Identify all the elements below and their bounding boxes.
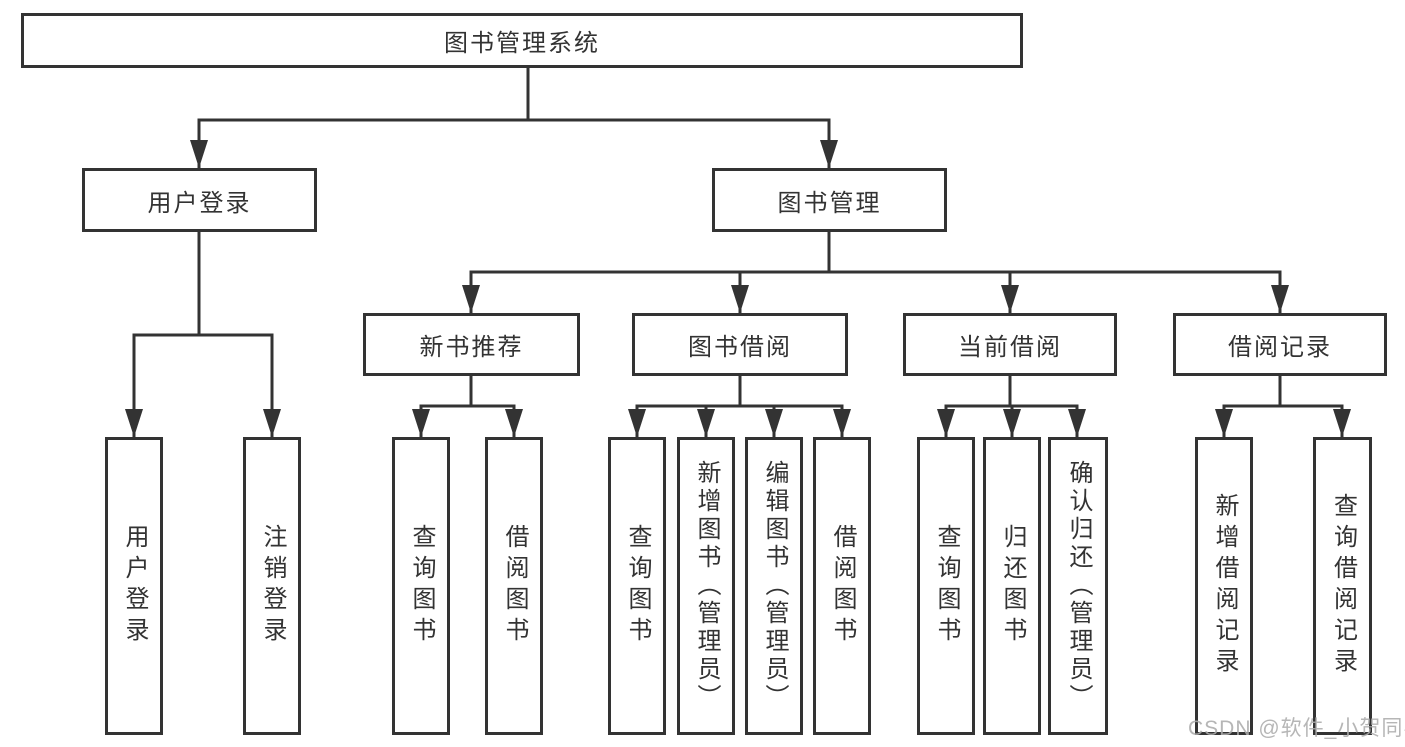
leaf-rec-borrow-books: 借阅图书: [485, 437, 543, 735]
watermark: CSDN @软件_小贺同学: [1188, 717, 1405, 740]
node-book-management: 图书管理: [712, 168, 947, 232]
node-label: 编辑图书（管理员）: [761, 460, 788, 712]
node-label: 查询图书: [624, 524, 651, 648]
leaf-borrow-edit-books-admin: 编辑图书（管理员）: [745, 437, 803, 735]
node-label: 图书借阅: [688, 334, 792, 361]
node-borrow-records: 借阅记录: [1173, 313, 1387, 376]
node-label: 查询图书: [933, 524, 960, 648]
node-current-borrowing: 当前借阅: [903, 313, 1117, 376]
node-label: 用户登录: [147, 189, 252, 217]
node-label: 用户登录: [121, 524, 148, 648]
node-label: 新增图书（管理员）: [693, 460, 720, 712]
leaf-borrow-take-books: 借阅图书: [813, 437, 871, 735]
node-label: 借阅图书: [829, 524, 856, 648]
leaf-current-query-books: 查询图书: [917, 437, 975, 735]
leaf-rec-query-books: 查询图书: [392, 437, 450, 735]
node-label: 新增借阅记录: [1211, 493, 1238, 679]
node-label: 借阅记录: [1228, 334, 1332, 361]
leaf-records-query: 查询借阅记录: [1313, 437, 1372, 735]
node-label: 归还图书: [999, 524, 1026, 648]
node-label: 当前借阅: [958, 334, 1062, 361]
leaf-borrow-add-books-admin: 新增图书（管理员）: [677, 437, 735, 735]
node-new-book-recommend: 新书推荐: [363, 313, 580, 376]
node-root-system: 图书管理系统: [21, 13, 1023, 68]
node-book-borrowing: 图书借阅: [632, 313, 848, 376]
leaf-borrow-query-books: 查询图书: [608, 437, 666, 735]
node-label: 图书管理系统: [444, 30, 600, 57]
node-label: 新书推荐: [419, 334, 524, 361]
node-label: 查询借阅记录: [1329, 493, 1357, 679]
leaf-logout: 注销登录: [243, 437, 301, 735]
node-label: 借阅图书: [501, 524, 528, 648]
arrowheads: [125, 140, 1351, 437]
node-label: 注销登录: [259, 524, 286, 648]
node-label: 确认归还（管理员）: [1065, 460, 1092, 712]
node-label: 查询图书: [408, 524, 435, 648]
leaf-current-return-books: 归还图书: [983, 437, 1041, 735]
node-user-login: 用户登录: [82, 168, 317, 232]
leaf-records-add: 新增借阅记录: [1195, 437, 1253, 735]
leaf-current-confirm-return-admin: 确认归还（管理员）: [1048, 437, 1108, 735]
leaf-user-login: 用户登录: [105, 437, 163, 735]
node-label: 图书管理: [777, 189, 882, 217]
